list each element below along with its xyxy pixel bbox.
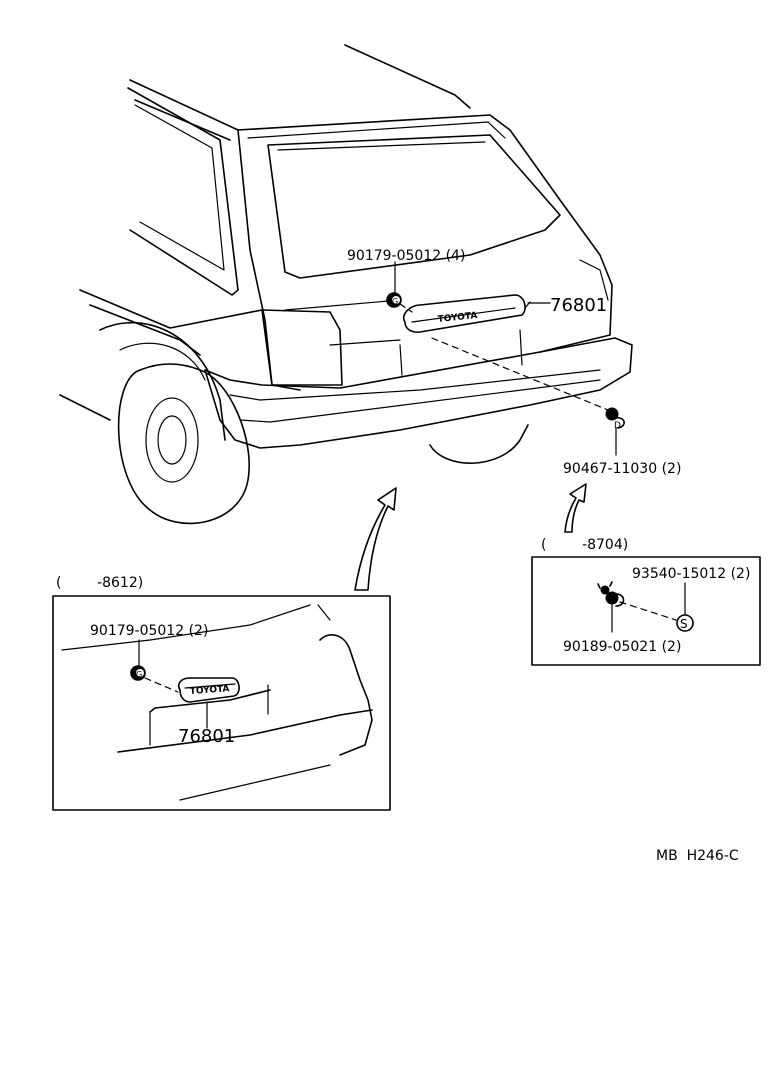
label-right-range: ( -8704) <box>541 537 628 553</box>
svg-text:G: G <box>392 297 398 306</box>
emblem-76801-main: TOYOTA <box>402 294 526 333</box>
s-marker-icon: S <box>680 617 688 631</box>
label-right-nut: 90189-05021 (2) <box>563 639 681 655</box>
label-left-range: ( -8612) <box>56 575 143 591</box>
inset-left: G TOYOTA <box>52 595 391 811</box>
label-left-nut: 90179-05012 (2) <box>90 623 208 639</box>
label-right-screw: 93540-15012 (2) <box>632 566 750 582</box>
svg-text:D: D <box>614 421 621 431</box>
inset-right: S <box>531 556 761 666</box>
svg-text:G: G <box>136 670 142 679</box>
car-illustration <box>59 44 633 525</box>
label-main-nut: 90179-05012 (4) <box>347 248 465 264</box>
label-left-emblem: 76801 <box>178 726 235 747</box>
nut-g-icon-main: G <box>386 292 402 308</box>
emblem-text-main: TOYOTA <box>437 311 478 325</box>
arrow-left-icon <box>354 487 397 591</box>
emblem-text-left: TOYOTA <box>190 684 230 697</box>
label-main-clip: 90467-11030 (2) <box>563 461 681 477</box>
arrow-right-icon <box>564 483 587 533</box>
diagram-code: MB H246-C <box>656 848 739 864</box>
clip-d-icon-main: D <box>605 407 625 431</box>
label-main-emblem: 76801 <box>550 295 607 316</box>
